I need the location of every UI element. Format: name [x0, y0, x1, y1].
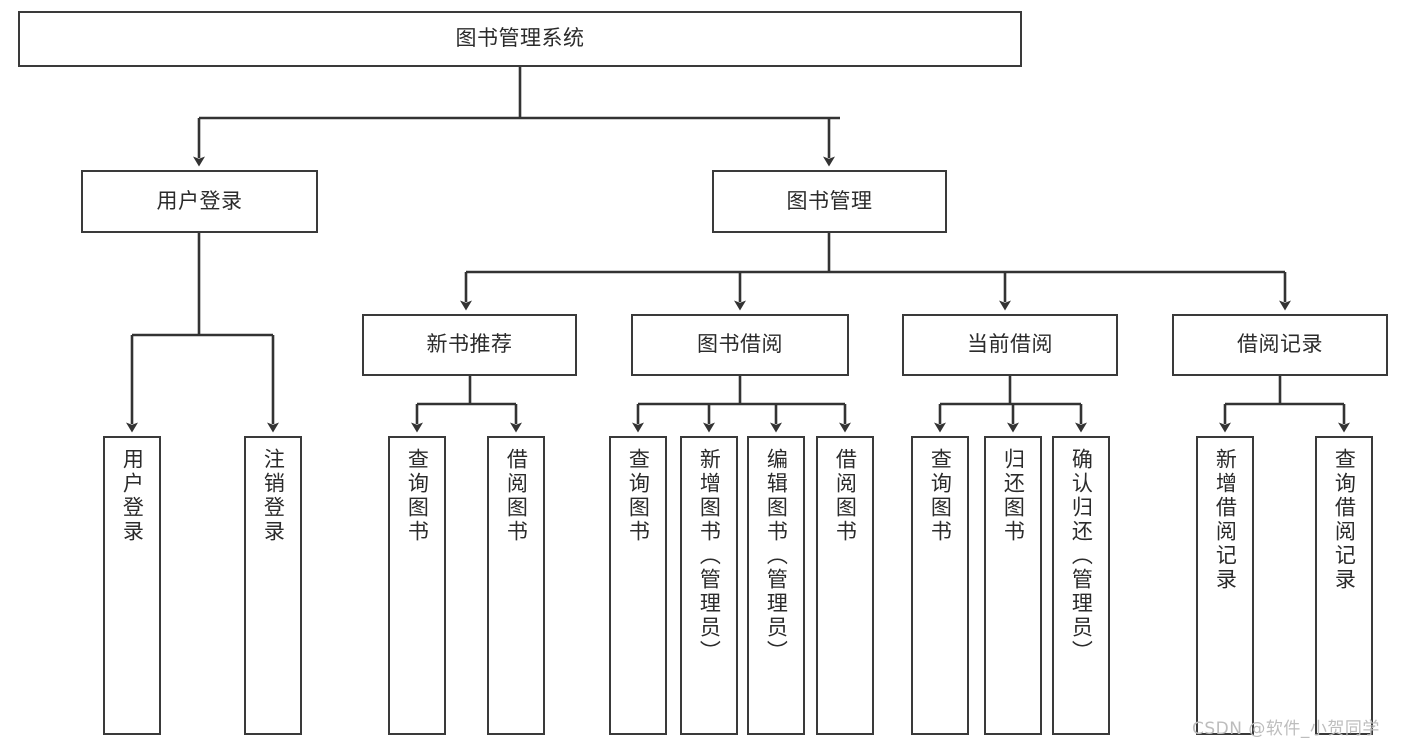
leaf-add-book-admin[interactable]: 新增图书（管理员） — [680, 436, 738, 735]
leaf-return-book[interactable]: 归还图书 — [984, 436, 1042, 735]
leaf-add-borrow-record[interactable]: 新增借阅记录 — [1196, 436, 1254, 735]
leaf-query-book-current[interactable]: 查询图书 — [911, 436, 969, 735]
node-book-borrow-label: 图书借阅 — [697, 332, 783, 357]
leaf-query-borrow-record-label: 查询借阅记录 — [1332, 448, 1357, 592]
node-current-borrow[interactable]: 当前借阅 — [902, 314, 1118, 376]
leaf-logout-label: 注销登录 — [261, 448, 286, 544]
leaf-borrow-book-label: 借阅图书 — [833, 448, 858, 544]
leaf-user-login-label: 用户登录 — [120, 448, 145, 544]
node-root[interactable]: 图书管理系统 — [18, 11, 1022, 67]
leaf-edit-book-admin-label: 编辑图书（管理员） — [764, 448, 789, 664]
csdn-watermark: CSDN @软件_小贺同学 — [1192, 719, 1380, 739]
leaf-add-book-admin-label: 新增图书（管理员） — [697, 448, 722, 664]
leaf-confirm-return-admin-label: 确认归还（管理员） — [1069, 448, 1094, 664]
leaf-logout[interactable]: 注销登录 — [244, 436, 302, 735]
leaf-query-borrow-record[interactable]: 查询借阅记录 — [1315, 436, 1373, 735]
node-borrow-record[interactable]: 借阅记录 — [1172, 314, 1388, 376]
leaf-query-book-recommend-label: 查询图书 — [405, 448, 430, 544]
node-book-borrow[interactable]: 图书借阅 — [631, 314, 849, 376]
leaf-confirm-return-admin[interactable]: 确认归还（管理员） — [1052, 436, 1110, 735]
leaf-edit-book-admin[interactable]: 编辑图书（管理员） — [747, 436, 805, 735]
leaf-return-book-label: 归还图书 — [1001, 448, 1026, 544]
node-new-book-recommend[interactable]: 新书推荐 — [362, 314, 577, 376]
node-current-borrow-label: 当前借阅 — [967, 332, 1053, 357]
leaf-query-book-borrow[interactable]: 查询图书 — [609, 436, 667, 735]
node-borrow-record-label: 借阅记录 — [1237, 332, 1323, 357]
leaf-query-book-current-label: 查询图书 — [928, 448, 953, 544]
node-new-book-recommend-label: 新书推荐 — [426, 332, 513, 357]
node-book-management-label: 图书管理 — [786, 188, 873, 213]
leaf-user-login[interactable]: 用户登录 — [103, 436, 161, 735]
leaf-query-book-recommend[interactable]: 查询图书 — [388, 436, 446, 735]
node-user-login-label: 用户登录 — [156, 188, 243, 213]
node-user-login[interactable]: 用户登录 — [81, 170, 318, 233]
node-root-label: 图书管理系统 — [455, 26, 585, 51]
leaf-borrow-book[interactable]: 借阅图书 — [816, 436, 874, 735]
leaf-borrow-book-recommend-label: 借阅图书 — [504, 448, 529, 544]
leaf-add-borrow-record-label: 新增借阅记录 — [1213, 448, 1238, 592]
leaf-borrow-book-recommend[interactable]: 借阅图书 — [487, 436, 545, 735]
node-book-management[interactable]: 图书管理 — [712, 170, 947, 233]
leaf-query-book-borrow-label: 查询图书 — [626, 448, 651, 544]
